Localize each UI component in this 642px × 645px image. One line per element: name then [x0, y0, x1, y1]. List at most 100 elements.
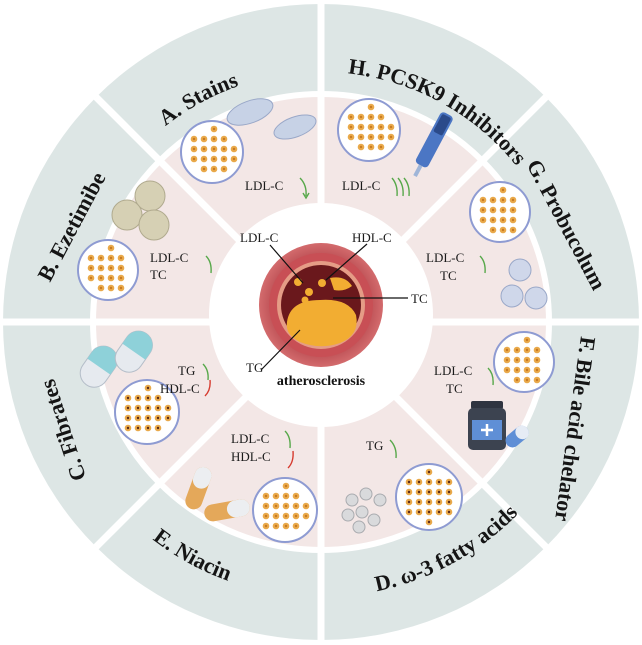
particle-core	[126, 426, 130, 430]
particle-core	[156, 426, 160, 430]
particle-core	[212, 157, 216, 161]
arrow-down-icon	[284, 430, 291, 449]
particle-core	[417, 480, 421, 484]
arrow-down-icon	[299, 177, 307, 197]
particle-core	[505, 368, 509, 372]
tablets-e	[341, 487, 387, 534]
particle-core	[202, 147, 206, 151]
segment-c-effect-2: HDL-C	[160, 381, 200, 396]
particle-core	[491, 218, 495, 222]
particle-core	[202, 137, 206, 141]
particle-core	[294, 504, 298, 508]
arrowhead-down-icon	[302, 192, 310, 200]
arrow-up-icon	[204, 379, 211, 397]
particle-core	[166, 416, 170, 420]
particle-core	[264, 514, 268, 518]
particle-fills	[87, 103, 541, 530]
dish-g	[469, 181, 531, 243]
particle-core	[369, 125, 373, 129]
particle-core	[359, 115, 363, 119]
particle-core	[126, 396, 130, 400]
particle-core	[274, 524, 278, 528]
particle-core	[349, 125, 353, 129]
segment-a: LDL-C	[180, 98, 317, 200]
particle-core	[109, 286, 113, 290]
particle-core	[274, 494, 278, 498]
arrow-down-icon	[202, 363, 209, 381]
particle-core	[379, 115, 383, 119]
particle-core	[427, 510, 431, 514]
arrow-down-icon	[389, 439, 397, 459]
particle-core	[109, 246, 113, 250]
particle-core	[369, 135, 373, 139]
center-ldl-label: LDL-C	[240, 230, 278, 245]
particle-core	[89, 256, 93, 260]
tablet-g1	[508, 258, 532, 282]
injection-pen-icon	[413, 112, 453, 177]
particle-core	[359, 135, 363, 139]
particle-core	[407, 480, 411, 484]
particle-core	[136, 426, 140, 430]
dish-a	[180, 120, 244, 184]
particle-core	[146, 416, 150, 420]
particle-core	[222, 157, 226, 161]
particle-core	[192, 147, 196, 151]
particle-core	[212, 167, 216, 171]
particle-core	[437, 500, 441, 504]
particle-core	[481, 218, 485, 222]
particle-core	[515, 368, 519, 372]
particle-core	[156, 396, 160, 400]
arrow-up-icon	[287, 450, 294, 469]
segment-e-effect-1: TG	[366, 438, 383, 453]
particle-core	[99, 276, 103, 280]
particle-core	[407, 510, 411, 514]
particle-core	[501, 228, 505, 232]
segment-a-effect-1: LDL-C	[245, 178, 283, 193]
segment-f: LDL-C TC	[434, 331, 555, 450]
particle-core	[99, 286, 103, 290]
center-hdl-label: HDL-C	[352, 230, 392, 245]
particle-core	[119, 286, 123, 290]
particle-core	[274, 514, 278, 518]
particle-core	[417, 510, 421, 514]
segment-f-effect-2: TC	[446, 381, 463, 396]
tablet-a2	[273, 114, 317, 140]
particle-core	[515, 358, 519, 362]
segment-b-effect-2: TC	[150, 267, 167, 282]
particle-core	[222, 137, 226, 141]
particle-core	[525, 358, 529, 362]
particle-core	[389, 125, 393, 129]
particle-core	[349, 115, 353, 119]
segment-h: LDL-C	[337, 98, 453, 197]
dish-h	[337, 98, 401, 162]
particle-core	[284, 514, 288, 518]
particle-core	[511, 208, 515, 212]
particle-core	[379, 125, 383, 129]
particle-core	[437, 510, 441, 514]
particle-core	[136, 416, 140, 420]
particle-core	[511, 228, 515, 232]
particle-core	[202, 157, 206, 161]
particle-core	[284, 524, 288, 528]
particle-core	[427, 470, 431, 474]
particle-core	[505, 358, 509, 362]
particle-core	[156, 416, 160, 420]
capsule-d2	[204, 499, 250, 522]
particle-core	[126, 416, 130, 420]
capsule-c2	[114, 330, 153, 373]
particle-core	[146, 396, 150, 400]
particle-core	[284, 484, 288, 488]
dish-f	[493, 331, 555, 393]
particle-core	[501, 188, 505, 192]
particle-core	[407, 500, 411, 504]
particle-core	[222, 167, 226, 171]
particle-core	[304, 514, 308, 518]
particle-core	[407, 490, 411, 494]
particle-core	[437, 480, 441, 484]
particle-core	[212, 147, 216, 151]
particle-core	[481, 208, 485, 212]
center-tc-label: TC	[411, 291, 428, 306]
tablet-b2	[111, 199, 143, 231]
particle-core	[417, 500, 421, 504]
